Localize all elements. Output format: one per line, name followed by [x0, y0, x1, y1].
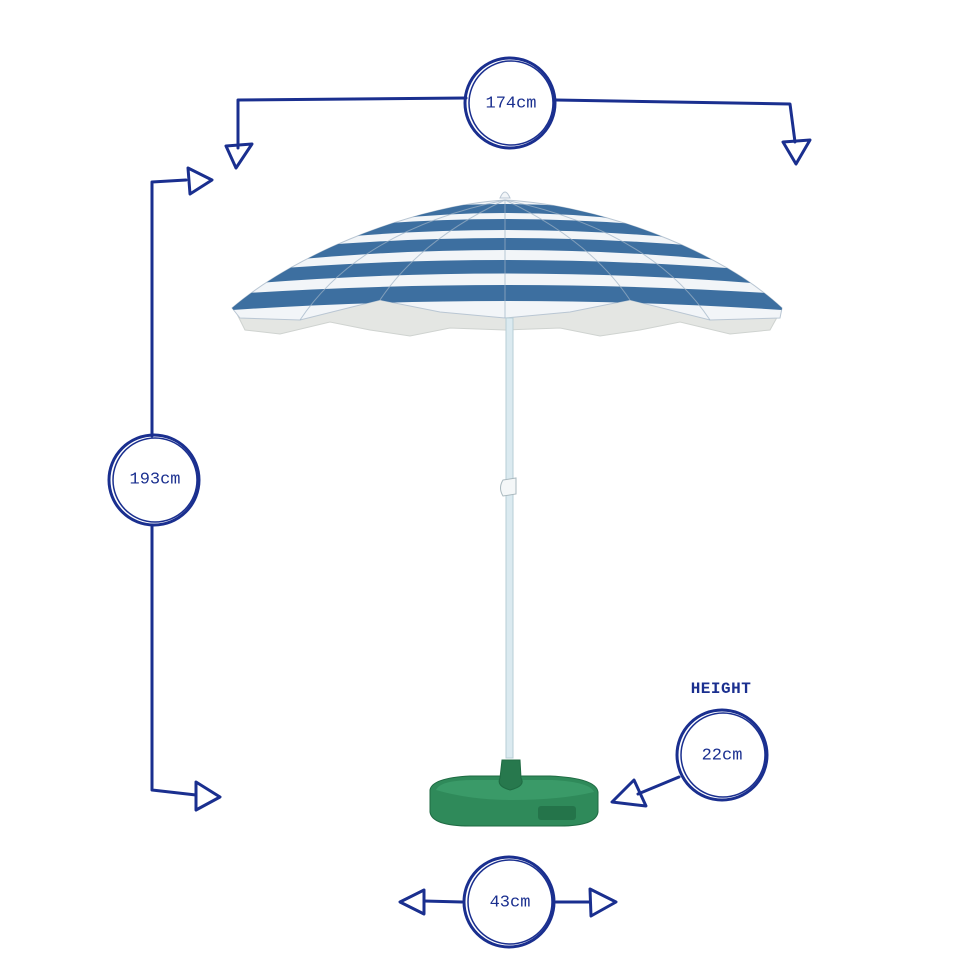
- base-height-caption: HEIGHT: [690, 680, 752, 698]
- base-height-leader: [636, 775, 681, 796]
- umbrella: [231, 191, 783, 827]
- base-width-label: 43cm: [489, 893, 531, 913]
- width-circle-inner: [468, 60, 554, 146]
- umbrella-pole: [505, 317, 514, 759]
- base-width-arrow-right-icon: [588, 887, 618, 918]
- height-arrow-bottom-icon: [194, 780, 222, 812]
- base-height-circle-inner: [680, 712, 766, 798]
- base-height-circle: [675, 708, 769, 802]
- height-arrow-top-icon: [186, 166, 214, 196]
- base-width-circle: [462, 855, 556, 949]
- width-label: 174cm: [485, 94, 537, 114]
- height-circle: [107, 433, 201, 527]
- height-line-top: [150, 178, 188, 438]
- base-collar: [498, 759, 523, 791]
- width-arrow-right-icon: [781, 138, 812, 166]
- height-line-bottom: [150, 524, 198, 797]
- width-circle: [463, 56, 557, 150]
- canopy-finial: [499, 191, 511, 199]
- height-dimension: [107, 166, 222, 812]
- base-width-arrow-left-icon: [398, 888, 426, 916]
- height-label: 193cm: [129, 470, 181, 490]
- base-top: [436, 780, 594, 800]
- base-height-arrow-icon: [610, 778, 648, 808]
- width-arrow-left-icon: [224, 142, 254, 170]
- canopy-stripe: [232, 285, 782, 310]
- dimension-annotations: [107, 56, 812, 949]
- height-circle-inner: [112, 437, 198, 523]
- base-height-dimension: [610, 708, 769, 808]
- width-dimension: [224, 56, 812, 170]
- base-width-line-left: [422, 899, 464, 904]
- base-height-label: 22cm: [701, 746, 743, 766]
- base-grip: [538, 806, 576, 820]
- canopy-ribs: [299, 199, 711, 321]
- base-width-circle-inner: [467, 859, 553, 945]
- umbrella-base: [429, 759, 599, 827]
- width-line-right: [554, 98, 797, 144]
- width-line-left: [236, 96, 468, 150]
- base-width-dimension: [398, 855, 618, 949]
- pole-tilt-clip: [500, 477, 517, 497]
